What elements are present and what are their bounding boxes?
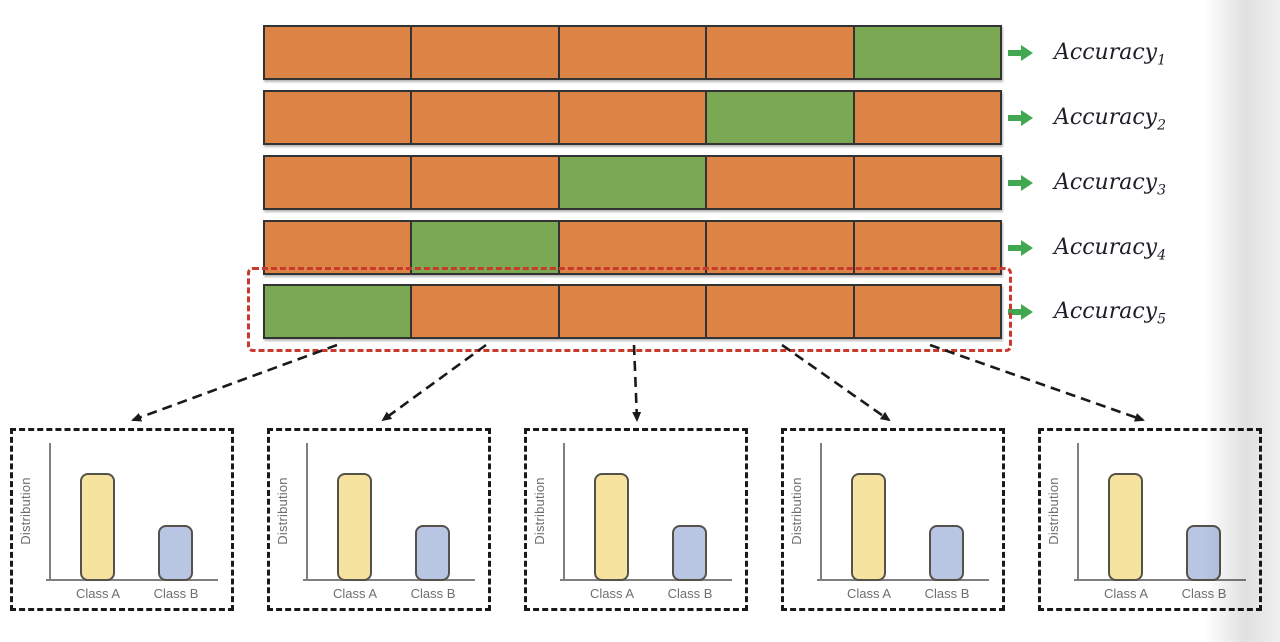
- connector-arrow-5: [929, 343, 1145, 422]
- fold-segment: [557, 157, 706, 208]
- distribution-panel-1: Distribution Class A Class B: [10, 428, 234, 611]
- class-b-bar: [158, 525, 193, 581]
- right-arrow-icon: [1008, 175, 1033, 191]
- connector-arrow-3: [632, 344, 642, 422]
- class-a-label: Class A: [75, 586, 121, 601]
- cv-fold-row-4: [263, 220, 1002, 275]
- class-a-bar: [337, 473, 372, 581]
- accuracy-row-1: Accuracy1: [1008, 39, 1166, 67]
- fold-segment: [265, 157, 411, 208]
- fold-segment: [705, 222, 853, 273]
- class-a-bar: [594, 473, 629, 581]
- connector-arrow-2: [381, 343, 487, 422]
- class-a-label: Class A: [332, 586, 378, 601]
- accuracy-row-3: Accuracy3: [1008, 169, 1166, 197]
- accuracy-row-5: Accuracy5: [1008, 298, 1166, 326]
- x-axis-line: [46, 579, 218, 581]
- class-b-bar: [929, 525, 964, 581]
- class-b-bar: [415, 525, 450, 581]
- accuracy-label-3: Accuracy3: [1054, 170, 1167, 199]
- connector-arrow-4: [781, 343, 891, 422]
- y-axis-line: [820, 443, 822, 581]
- distribution-panel-4: Distribution Class A Class B: [781, 428, 1005, 611]
- class-b-label: Class B: [924, 586, 970, 601]
- x-axis-line: [303, 579, 475, 581]
- class-a-bar: [851, 473, 886, 581]
- fold-segment: [705, 286, 853, 337]
- fold-segment: [705, 27, 853, 78]
- accuracy-row-2: Accuracy2: [1008, 104, 1166, 132]
- right-arrow-icon: [1008, 45, 1033, 61]
- class-b-bar: [672, 525, 707, 581]
- fold-segment: [265, 27, 411, 78]
- class-b-label: Class B: [410, 586, 456, 601]
- distribution-panel-5: Distribution Class A Class B: [1038, 428, 1262, 611]
- fold-segment: [265, 286, 411, 337]
- fold-segment: [705, 157, 853, 208]
- y-axis-line: [1077, 443, 1079, 581]
- class-b-bar: [1186, 525, 1221, 581]
- fold-segment: [557, 286, 706, 337]
- class-a-label: Class A: [589, 586, 635, 601]
- y-axis-line: [306, 443, 308, 581]
- class-b-label: Class B: [1181, 586, 1227, 601]
- class-a-bar: [80, 473, 115, 581]
- y-axis-line: [49, 443, 51, 581]
- fold-segment: [705, 92, 853, 143]
- right-arrow-icon: [1008, 110, 1033, 126]
- accuracy-row-4: Accuracy4: [1008, 234, 1166, 262]
- x-axis-line: [560, 579, 732, 581]
- connector-arrow-1: [131, 343, 338, 422]
- class-b-label: Class B: [153, 586, 199, 601]
- cv-fold-row-2: [263, 90, 1002, 145]
- distribution-panel-3: Distribution Class A Class B: [524, 428, 748, 611]
- x-axis-line: [817, 579, 989, 581]
- fold-segment: [852, 286, 1001, 337]
- fold-segment: [265, 222, 411, 273]
- right-arrow-icon: [1008, 240, 1033, 256]
- class-b-label: Class B: [667, 586, 713, 601]
- fold-segment: [852, 157, 1001, 208]
- y-axis-line: [563, 443, 565, 581]
- highlight-box: [247, 267, 1012, 352]
- fold-segment: [852, 27, 1001, 78]
- class-a-bar: [1108, 473, 1143, 581]
- class-a-label: Class A: [846, 586, 892, 601]
- fold-segment: [557, 222, 706, 273]
- accuracy-label-2: Accuracy2: [1054, 105, 1167, 134]
- fold-segment: [557, 92, 706, 143]
- fold-segment: [410, 92, 558, 143]
- fold-segment: [265, 92, 411, 143]
- right-arrow-icon: [1008, 304, 1033, 320]
- accuracy-label-4: Accuracy4: [1054, 235, 1167, 264]
- cv-fold-row-5: [263, 284, 1002, 339]
- fold-segment: [410, 27, 558, 78]
- cv-fold-row-1: [263, 25, 1002, 80]
- fold-segment: [410, 157, 558, 208]
- fold-segment: [852, 92, 1001, 143]
- x-axis-line: [1074, 579, 1246, 581]
- accuracy-label-1: Accuracy1: [1054, 40, 1167, 69]
- fold-segment: [410, 222, 558, 273]
- cv-fold-row-3: [263, 155, 1002, 210]
- fold-segment: [557, 27, 706, 78]
- accuracy-label-5: Accuracy5: [1054, 299, 1167, 328]
- class-a-label: Class A: [1103, 586, 1149, 601]
- distribution-panel-2: Distribution Class A Class B: [267, 428, 491, 611]
- fold-segment: [410, 286, 558, 337]
- fold-segment: [852, 222, 1001, 273]
